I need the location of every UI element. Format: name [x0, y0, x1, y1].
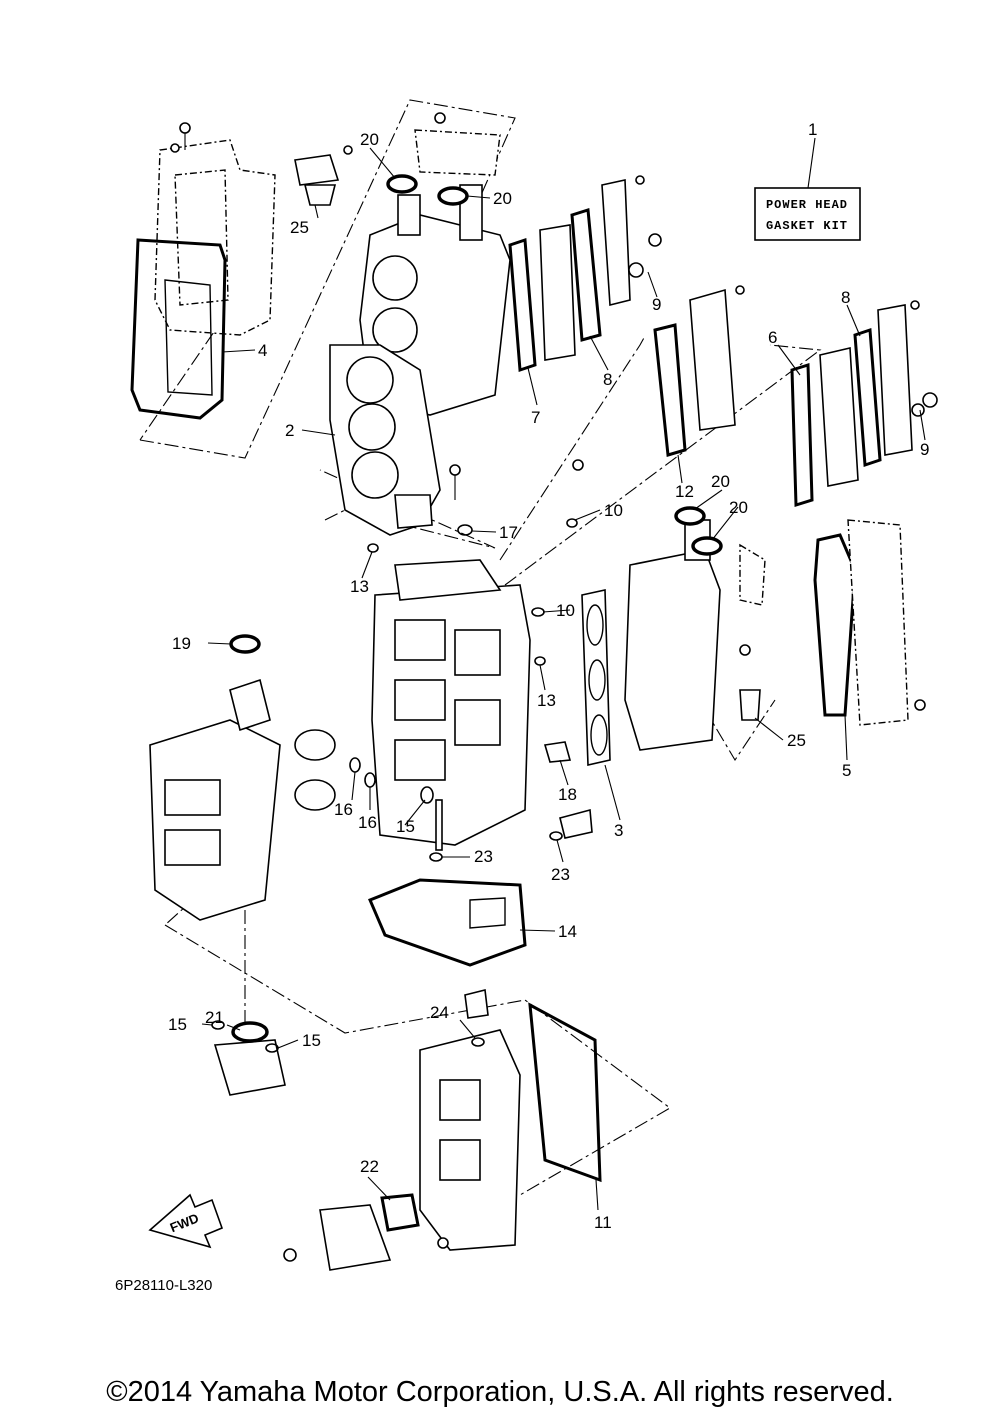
callout-18: 18: [558, 785, 577, 804]
callout-20c: 20: [711, 472, 730, 491]
callout-9a: 9: [652, 295, 661, 314]
kit-label-box: POWER HEAD GASKET KIT: [754, 187, 861, 241]
callout-21: 21: [205, 1008, 224, 1027]
head-cover-right: [813, 519, 926, 726]
exhaust-cover-far-right: [790, 300, 938, 508]
exhaust-gasket-3: [581, 589, 611, 766]
cylinder-head-port: [359, 112, 511, 416]
exhaust-cover-right: [653, 285, 745, 457]
callout-6: 6: [768, 328, 777, 347]
callout-2: 2: [285, 421, 294, 440]
callout-25a: 25: [290, 218, 309, 237]
callout-25b: 25: [787, 731, 806, 750]
cylinder-head-starboard: [624, 519, 766, 751]
callout-8b: 8: [841, 288, 850, 307]
fwd-arrow-icon: FWD: [148, 1193, 224, 1249]
kit-label-line1: POWER HEAD: [766, 198, 848, 212]
callout-13a: 13: [350, 577, 369, 596]
callout-15c: 15: [302, 1031, 321, 1050]
cam-sensor-upper: [294, 145, 353, 206]
callout-16a: 16: [334, 800, 353, 819]
callout-13b: 13: [537, 691, 556, 710]
callout-15a: 15: [396, 817, 415, 836]
callout-23a: 23: [474, 847, 493, 866]
callout-9b: 9: [920, 440, 929, 459]
exhaust-manifold-lower: [419, 989, 602, 1251]
callout-14: 14: [558, 922, 577, 941]
callout-20d: 20: [729, 498, 748, 517]
gasket-14: [368, 878, 527, 967]
callout-10a: 10: [604, 501, 623, 520]
callout-7: 7: [531, 408, 540, 427]
callout-4: 4: [258, 341, 267, 360]
callout-23b: 23: [551, 865, 570, 884]
o-rings: [211, 518, 578, 1053]
cylinder-block: [371, 459, 584, 846]
leader-lines: [201, 137, 926, 1211]
callout-24: 24: [430, 1003, 449, 1022]
head-gasket-2: [329, 344, 441, 536]
kit-label-line2: GASKET KIT: [766, 219, 848, 233]
diagram-code: 6P28110-L320: [115, 1277, 212, 1294]
callout-20a: 20: [360, 130, 379, 149]
copyright-notice: ©2014 Yamaha Motor Corporation, U.S.A. A…: [106, 1376, 894, 1408]
callout-11: 11: [594, 1213, 612, 1232]
callout-22: 22: [360, 1157, 379, 1176]
callout-17: 17: [499, 523, 518, 542]
callout-1: 1: [808, 120, 817, 139]
water-pump-lower: [283, 1193, 420, 1271]
callout-8a: 8: [603, 370, 612, 389]
callout-16b: 16: [358, 813, 377, 832]
head-cover-gasket-4: [130, 238, 227, 420]
callout-3: 3: [614, 821, 623, 840]
callout-numbers: 1 2 3 4 5 6 7 8 8 9 9 10 10 11 12 13 13 …: [168, 120, 929, 1232]
callout-5: 5: [842, 761, 851, 780]
callout-20b: 20: [493, 189, 512, 208]
power-head-exploded-diagram: POWER HEAD GASKET KIT: [115, 99, 938, 1294]
callout-15b: 15: [168, 1015, 187, 1034]
small-parts-center: [435, 741, 593, 851]
cylinder-head-cover-left: [154, 122, 276, 336]
callout-10b: 10: [556, 601, 575, 620]
callout-12: 12: [675, 482, 694, 501]
lower-housing: [213, 1021, 286, 1096]
crankcase-left: [149, 678, 336, 921]
exhaust-cover-upper: [508, 175, 662, 373]
callout-19: 19: [172, 634, 191, 653]
